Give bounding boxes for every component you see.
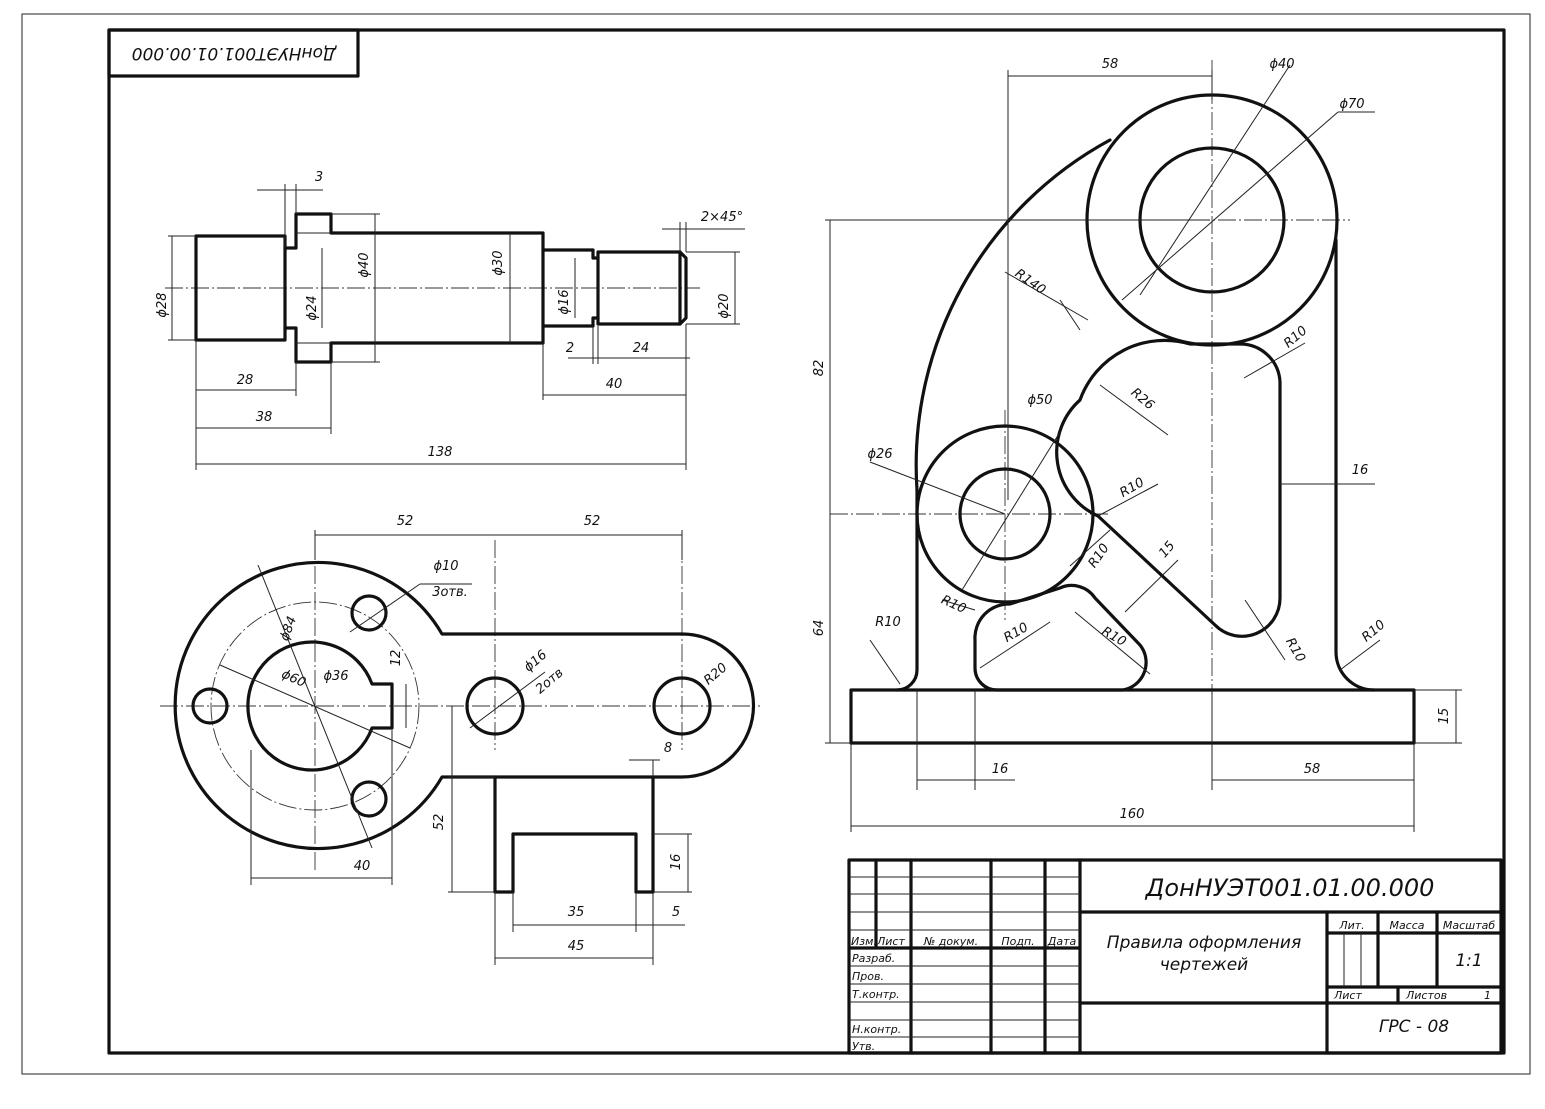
bracket-dim-160: 160 bbox=[1120, 807, 1145, 822]
plate-dim-12: 12 bbox=[389, 650, 404, 667]
bracket-dim-64: 64 bbox=[812, 620, 827, 637]
bracket-dim-15-base: 15 bbox=[1437, 708, 1452, 725]
top-stamp-code: ДонНУЭТ001.01.00.000 bbox=[132, 43, 338, 63]
plate-outline bbox=[173, 560, 756, 851]
bracket-dim-15: 15 bbox=[1156, 539, 1178, 561]
shaft-dim-138: 138 bbox=[428, 445, 453, 460]
bracket-dim-r10-h: R10 bbox=[875, 615, 901, 630]
plate-dim-d10: ϕ10 bbox=[433, 559, 458, 574]
plate-dim-3holes: 3отв. bbox=[432, 585, 468, 600]
plate-dim-r20: R20 bbox=[701, 660, 730, 688]
tb-name-line1: Правила оформления bbox=[1107, 933, 1301, 953]
tb-scale: Масштаб bbox=[1443, 919, 1495, 932]
bracket-dim-r10-i: R10 bbox=[1359, 617, 1388, 645]
plate-dim-52b: 52 bbox=[584, 514, 601, 529]
tb-row-razrab: Разраб. bbox=[852, 952, 895, 965]
bracket-dim-r10-c: R10 bbox=[1086, 541, 1113, 571]
bracket-dim-d70: ϕ70 bbox=[1339, 97, 1364, 112]
tb-designation: ДонНУЭТ001.01.00.000 bbox=[1145, 874, 1435, 902]
plate-dim-d60: ϕ60 bbox=[279, 667, 308, 691]
shaft-view: 3 2×45° ϕ28 ϕ24 ϕ40 ϕ30 ϕ16 ϕ20 2 24 28 … bbox=[155, 170, 745, 470]
plate-dim-52c: 52 bbox=[432, 814, 447, 831]
bracket-dim-r10-g: R10 bbox=[1282, 635, 1308, 665]
shaft-dim-38: 38 bbox=[256, 410, 273, 425]
shaft-dim-d16: ϕ16 bbox=[557, 289, 572, 314]
tb-scale-value: 1:1 bbox=[1455, 951, 1482, 971]
shaft-dim-d24: ϕ24 bbox=[305, 295, 320, 320]
plate-dim-8: 8 bbox=[664, 741, 672, 756]
bracket-mid-boss-inner bbox=[958, 467, 1052, 561]
bracket-dim-r10-d: R10 bbox=[939, 593, 969, 617]
tb-name-line2: чертежей bbox=[1160, 955, 1248, 975]
plate-dim-40: 40 bbox=[354, 859, 371, 874]
plate-hole-5 bbox=[652, 676, 712, 736]
bracket-dim-16-side: 16 bbox=[1352, 463, 1369, 478]
tb-sheets-count: 1 bbox=[1484, 989, 1491, 1002]
bracket-dim-d26: ϕ26 bbox=[867, 447, 892, 462]
plate-dim-52a: 52 bbox=[397, 514, 414, 529]
tb-col-sign: Подп. bbox=[1001, 935, 1034, 948]
bracket-dim-r10-e: R10 bbox=[1001, 620, 1031, 646]
bracket-dim-d40: ϕ40 bbox=[1269, 57, 1294, 72]
plate-view: 52 52 ϕ10 3отв. ϕ84 ϕ60 ϕ36 12 ϕ16 2отв … bbox=[160, 514, 760, 965]
bracket-dim-r10-a: R10 bbox=[1281, 323, 1310, 351]
outer-trim-line bbox=[21, 13, 1531, 1075]
plate-dim-2holes: 2отв bbox=[533, 665, 567, 697]
tb-row-prov: Пров. bbox=[852, 970, 884, 983]
tb-sheets: Листов bbox=[1405, 989, 1447, 1002]
tb-row-tkontr: Т.контр. bbox=[852, 988, 900, 1001]
tb-col-date: Дата bbox=[1047, 935, 1077, 948]
plate-dim-16: 16 bbox=[669, 854, 684, 871]
bracket-dim-16-bottom: 16 bbox=[992, 762, 1009, 777]
bracket-view: 58 ϕ40 ϕ70 R140 82 R10 R26 ϕ50 ϕ26 R10 1… bbox=[812, 57, 1462, 832]
plate-hole-2 bbox=[191, 687, 229, 725]
plate-dim-35: 35 bbox=[568, 905, 585, 920]
plate-hole-4 bbox=[465, 676, 525, 736]
plate-side-section bbox=[493, 775, 655, 894]
plate-dim-5: 5 bbox=[672, 905, 680, 920]
plate-dim-d36: ϕ36 bbox=[323, 669, 348, 684]
tb-col-doc: № докум. bbox=[923, 935, 978, 948]
bracket-outline bbox=[895, 138, 1112, 692]
tb-group: ГРС - 08 bbox=[1379, 1017, 1449, 1037]
tb-col-izm: Изм. bbox=[851, 935, 877, 948]
title-block: ДонНУЭТ001.01.00.000 Правила оформления … bbox=[847, 858, 1503, 1055]
plate-bore-keyway bbox=[246, 640, 394, 772]
bracket-dim-82: 82 bbox=[812, 360, 827, 377]
shaft-dim-40: 40 bbox=[606, 377, 623, 392]
plate-dim-d84: ϕ84 bbox=[277, 614, 300, 643]
bracket-pocket bbox=[1055, 338, 1282, 638]
shaft-dim-2: 2 bbox=[566, 341, 574, 356]
shaft-dim-d40: ϕ40 bbox=[357, 252, 372, 277]
tb-mass: Масса bbox=[1389, 919, 1424, 932]
shaft-dim-3: 3 bbox=[315, 170, 323, 185]
bracket-slot bbox=[973, 583, 1148, 692]
bracket-dim-58-bottom: 58 bbox=[1304, 762, 1321, 777]
plate-dim-d16: ϕ16 bbox=[521, 647, 550, 675]
plate-dim-45: 45 bbox=[568, 939, 585, 954]
tb-row-nkontr: Н.контр. bbox=[852, 1023, 901, 1036]
top-stamp: ДонНУЭТ001.01.00.000 bbox=[107, 28, 360, 78]
bracket-dim-d50: ϕ50 bbox=[1027, 393, 1052, 408]
shaft-dim-24: 24 bbox=[633, 341, 650, 356]
tb-sheet: Лист bbox=[1333, 989, 1362, 1002]
tb-row-utv: Утв. bbox=[852, 1040, 875, 1053]
tb-col-list: Лист bbox=[876, 935, 905, 948]
bracket-dim-r140: R140 bbox=[1012, 266, 1048, 298]
bracket-dim-r10-b: R10 bbox=[1117, 475, 1147, 501]
shaft-dim-chamfer: 2×45° bbox=[701, 210, 743, 225]
shaft-dim-d20: ϕ20 bbox=[717, 293, 732, 318]
plate-pcd-circle bbox=[210, 601, 420, 811]
bracket-dim-58-top: 58 bbox=[1102, 57, 1119, 72]
tb-lit: Лит. bbox=[1338, 919, 1364, 932]
shaft-dim-d28: ϕ28 bbox=[155, 292, 170, 317]
shaft-dim-d30: ϕ30 bbox=[491, 250, 506, 275]
drawing-frame bbox=[107, 28, 1506, 1055]
plate-hole-1 bbox=[350, 594, 388, 632]
shaft-dim-28: 28 bbox=[237, 373, 254, 388]
bracket-base bbox=[849, 688, 1416, 745]
